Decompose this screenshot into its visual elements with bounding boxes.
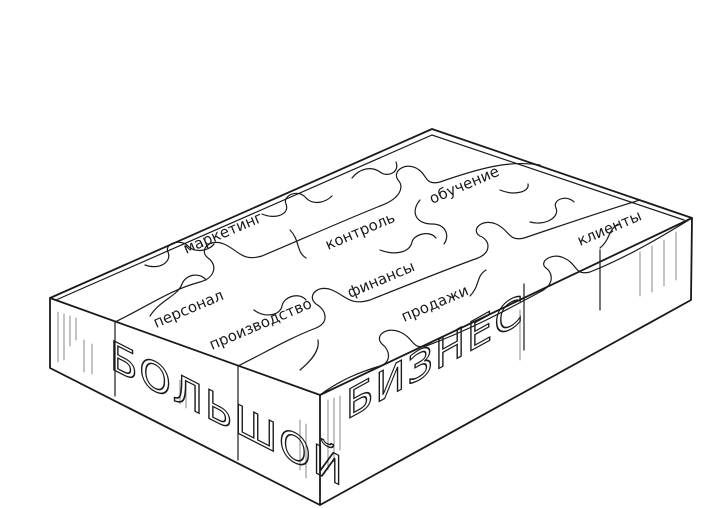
left-face-hatching (57, 311, 307, 479)
puzzle-seams-bands (114, 162, 693, 396)
puzzle-seams-cross (144, 161, 619, 371)
side-seams (114, 249, 601, 461)
right-face-hatching (327, 231, 677, 471)
